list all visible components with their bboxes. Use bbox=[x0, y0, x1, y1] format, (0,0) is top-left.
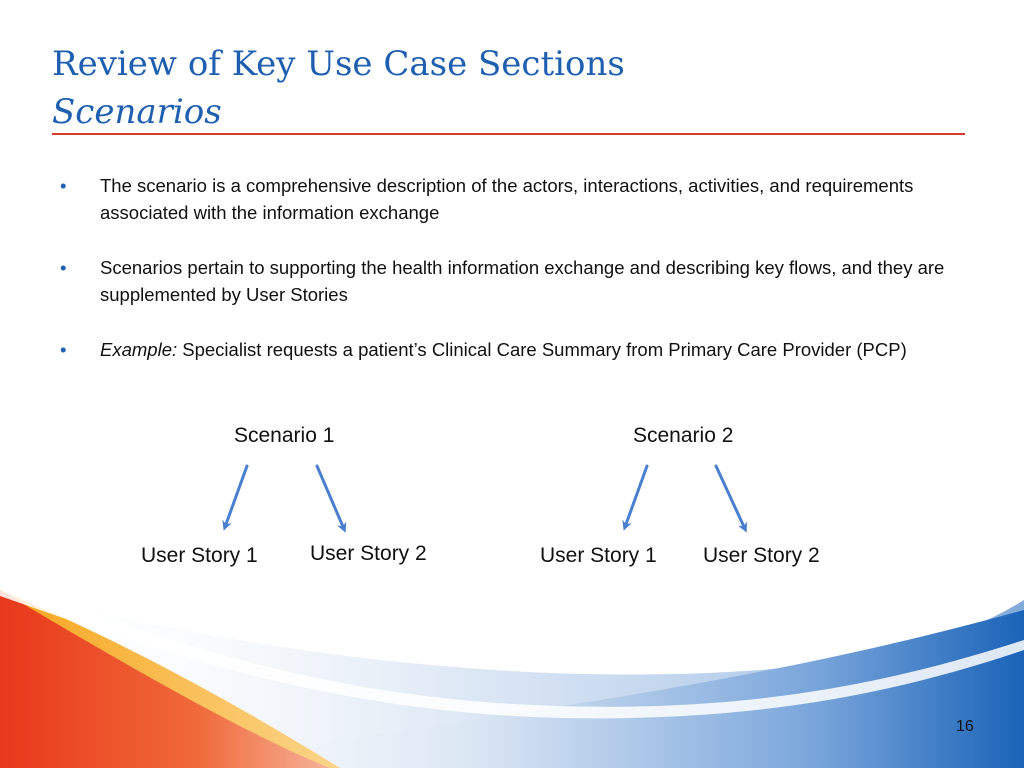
swoosh-blue-shape-2 bbox=[180, 610, 1024, 768]
title-divider bbox=[52, 133, 965, 135]
slide-title: Review of Key Use Case Sections bbox=[52, 44, 625, 84]
bullet-item: • The scenario is a comprehensive descri… bbox=[60, 172, 980, 226]
bullet-item: • Example: Specialist requests a patient… bbox=[60, 336, 980, 363]
swoosh-red-shape bbox=[0, 590, 330, 768]
bullet-list: • The scenario is a comprehensive descri… bbox=[60, 172, 980, 391]
scenario-2-user-story-1: User Story 1 bbox=[540, 544, 657, 567]
bullet-example-prefix: Example: bbox=[100, 339, 178, 360]
scenario-1-user-story-2: User Story 2 bbox=[310, 542, 427, 565]
swoosh-orange-shape bbox=[0, 590, 340, 768]
bullet-dot-icon: • bbox=[60, 339, 67, 360]
bullet-item: • Scenarios pertain to supporting the he… bbox=[60, 254, 980, 308]
scenario-1-user-story-1: User Story 1 bbox=[141, 544, 258, 567]
bullet-text: Scenarios pertain to supporting the heal… bbox=[100, 257, 945, 305]
bullet-dot-icon: • bbox=[60, 257, 67, 278]
arrow-icon bbox=[315, 464, 347, 533]
bullet-text: Specialist requests a patient’s Clinical… bbox=[177, 339, 907, 360]
arrow-icon bbox=[222, 464, 249, 531]
arrow-icon bbox=[622, 464, 649, 531]
scenario-2-user-story-2: User Story 2 bbox=[703, 544, 820, 567]
bullet-dot-icon: • bbox=[60, 175, 67, 196]
page-number: 16 bbox=[956, 718, 974, 735]
bullet-text: The scenario is a comprehensive descript… bbox=[100, 175, 914, 223]
slide-subtitle: Scenarios bbox=[52, 92, 222, 132]
arrow-icon bbox=[714, 464, 748, 533]
scenario-1-label: Scenario 1 bbox=[234, 424, 335, 447]
scenario-2-label: Scenario 2 bbox=[633, 424, 734, 447]
